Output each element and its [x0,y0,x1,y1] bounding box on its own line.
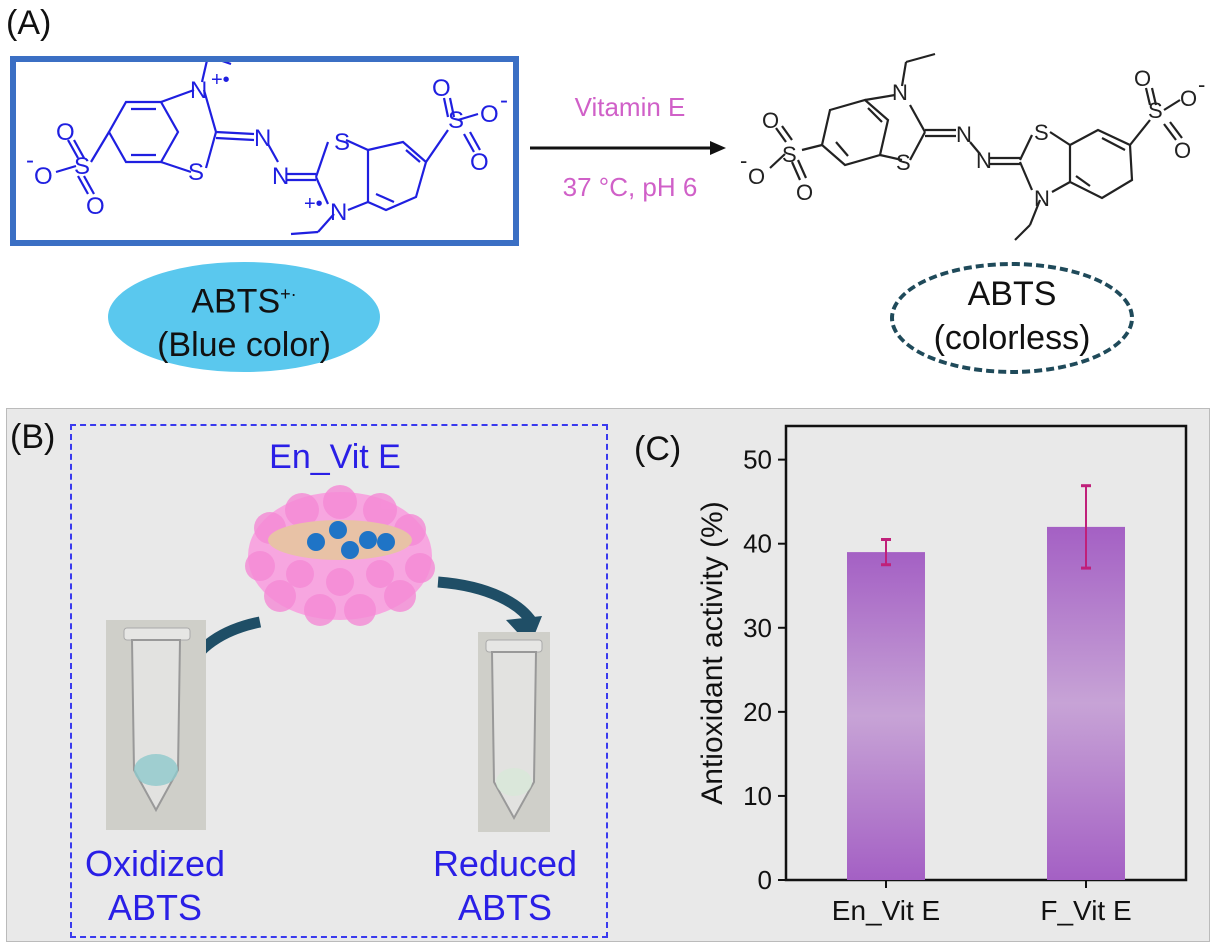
oxidized-tube [106,620,206,830]
reagent-label: Vitamin E [574,92,686,122]
x-tick-label: En_Vit E [832,895,940,926]
atom-o: O [1174,138,1191,163]
x-tick-label: F_Vit E [1040,895,1131,926]
species-name: ABTS [191,282,281,321]
atom-n: N [254,125,271,152]
atom-o: O [748,164,765,189]
atom-o: O [762,108,779,133]
radical-plus: +• [211,69,230,91]
y-tick-label: 40 [743,529,772,559]
en-vit-e-title: En_Vit E [269,438,401,476]
atom-n: N [190,77,207,104]
plot-frame [784,424,1188,882]
atom-s: S [188,159,204,186]
atom-s: S [1148,98,1163,123]
abts-radical-box [10,56,519,246]
panel-c-label: (C) [634,430,682,468]
atom-o: O [470,149,489,176]
negative-charge: - [26,147,34,174]
atom-s: S [74,153,90,180]
atom-o: O [480,101,499,128]
abts-radical-structure: N +• S N N S N +• S O O O - S O O O - [26,62,508,236]
y-tick-label: 10 [743,781,772,811]
negative-charge: - [1198,72,1205,97]
tube-label-line: ABTS [457,887,553,928]
atom-n: N [330,199,347,226]
panel-b-label: (B) [10,418,56,456]
bar [847,552,925,880]
panel-b-frame [70,424,608,938]
negative-charge: - [500,87,508,114]
panel-a-label: (A) [6,4,52,42]
lower-panel [6,408,1210,942]
y-tick-label: 20 [743,697,772,727]
tube-label-line: Oxidized [84,843,226,884]
abts-radical-ellipse [108,262,380,372]
y-tick-label: 0 [758,865,772,895]
atom-s: S [448,107,464,134]
atom-s: S [1034,120,1049,145]
oxidized-abts-label: Oxidized ABTS [60,842,250,930]
atom-n: N [272,163,289,190]
y-axis-label: Antioxidant activity (%) [696,501,729,804]
species-note: (Blue color) [157,326,331,365]
atom-s: S [334,129,350,156]
abts-radical-label: ABTS+· (Blue color) [108,272,380,367]
abts-label: ABTS (colorless) [890,272,1134,360]
atom-s: S [782,142,797,167]
atom-o: O [432,75,451,102]
atom-n: N [892,80,908,105]
atom-n: N [976,148,992,173]
reduced-tube [478,632,550,832]
abts-structure: N S N N S N S O O O - S O O O - [740,52,1205,241]
atom-o: O [1180,86,1197,111]
atom-o: O [86,193,105,220]
nanoparticle-illustration [245,485,435,626]
atom-o: O [34,163,53,190]
atom-s: S [896,150,911,175]
species-charge: +· [280,284,297,304]
atom-o: O [56,119,75,146]
y-tick-label: 50 [743,445,772,475]
atom-o: O [796,180,813,205]
bar [1047,526,1125,880]
conditions-label: 37 °C, pH 6 [562,172,698,202]
species-name: ABTS [967,275,1057,313]
abts-ellipse [890,262,1134,374]
y-tick-label: 30 [743,613,772,643]
radical-plus: +• [304,193,323,215]
reduced-abts-label: Reduced ABTS [410,842,600,930]
negative-charge: - [740,148,747,173]
atom-o: O [1134,66,1151,91]
species-note: (colorless) [933,319,1091,357]
atom-n: N [956,122,972,147]
tube-label-line: ABTS [107,887,203,928]
atom-n: N [1034,186,1050,211]
reaction-arrow [530,141,726,155]
tube-label-line: Reduced [432,843,578,884]
